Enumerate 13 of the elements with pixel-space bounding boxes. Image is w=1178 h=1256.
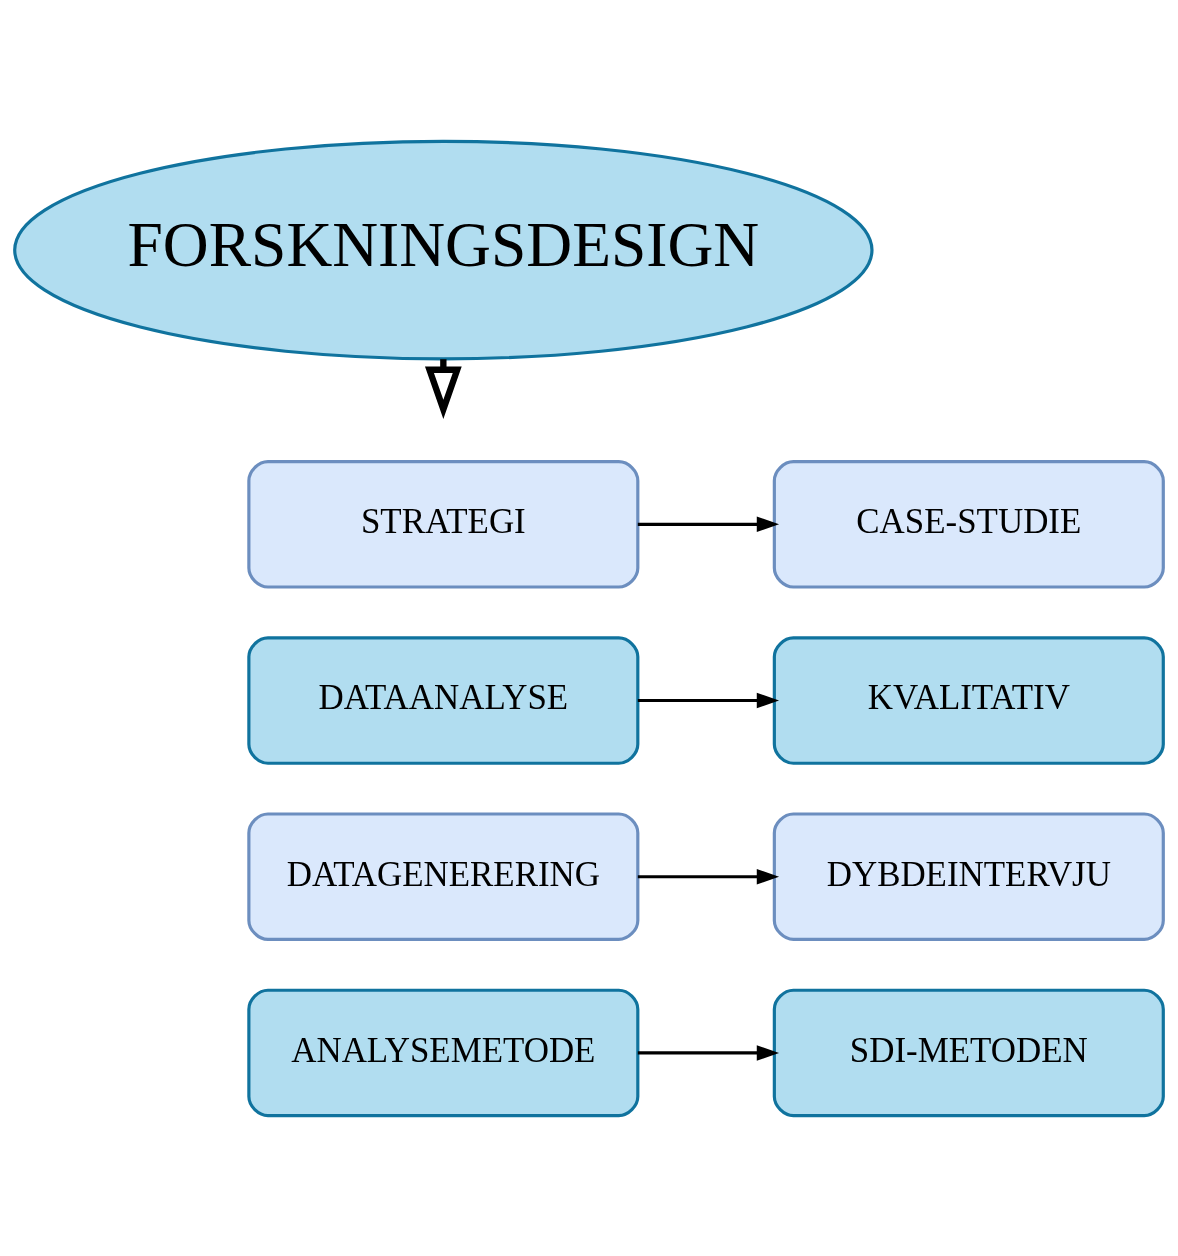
node-box: ANALYSEMETODE	[247, 988, 640, 1117]
arrow	[637, 516, 780, 532]
node-box: DATAGENERERING	[247, 811, 640, 941]
node-box: KVALITATIV	[772, 635, 1165, 765]
arrow	[637, 1044, 780, 1061]
arrow	[637, 692, 780, 708]
node-ellipse: FORSKNINGSDESIGN	[13, 139, 874, 360]
node-box: STRATEGI	[247, 459, 640, 589]
node-box: SDI-METODEN	[772, 988, 1165, 1117]
node-box: DATAANALYSE	[247, 635, 640, 765]
node-box: DYBDEINTERVJU	[772, 811, 1165, 941]
node-box: CASE-STUDIE	[772, 459, 1165, 589]
arrow	[637, 868, 780, 885]
